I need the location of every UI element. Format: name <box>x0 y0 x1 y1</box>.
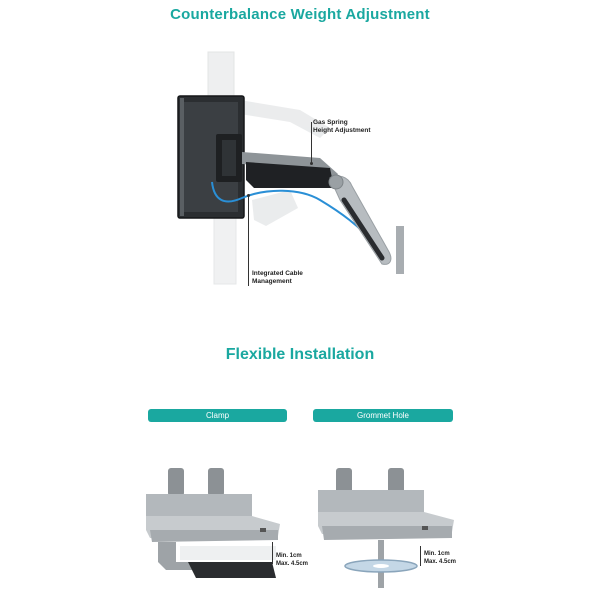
callout-gas-spring: Gas Spring Height Adjustment <box>313 119 371 135</box>
callout-dot <box>309 162 313 165</box>
callout-cable-line1: Integrated Cable <box>252 270 303 277</box>
callout-dot <box>246 194 250 197</box>
clamp-base-illustration <box>146 468 280 578</box>
callout-cable-management: Integrated Cable Management <box>252 270 303 286</box>
grommet-max: Max. 4.5cm <box>424 558 457 565</box>
callout-gas-spring-line1: Gas Spring <box>313 119 348 126</box>
section-title-counterbalance: Counterbalance Weight Adjustment <box>170 6 430 23</box>
measure-line <box>420 546 421 566</box>
clamp-min: Min. 1cm <box>276 553 302 559</box>
grommet-base-illustration <box>318 468 454 588</box>
grommet-thickness-range: Min. 1cm Max. 4.5cm <box>424 551 456 566</box>
measure-line <box>272 542 273 564</box>
clamp-max: Max. 4.5cm <box>276 560 309 567</box>
callout-leader-line <box>248 196 249 286</box>
callout-leader-line <box>311 122 312 164</box>
monitor-arm-illustration <box>177 51 404 285</box>
clamp-thickness-range: Min. 1cm Max. 4.5cm <box>276 553 308 568</box>
grommet-min: Min. 1cm <box>424 551 450 557</box>
grommet-hole-label: Grommet Hole <box>313 409 453 422</box>
callout-gas-spring-line2: Height Adjustment <box>313 127 371 134</box>
clamp-label: Clamp <box>148 409 287 422</box>
section-title-installation: Flexible Installation <box>225 346 375 363</box>
callout-cable-line2: Management <box>252 278 292 285</box>
